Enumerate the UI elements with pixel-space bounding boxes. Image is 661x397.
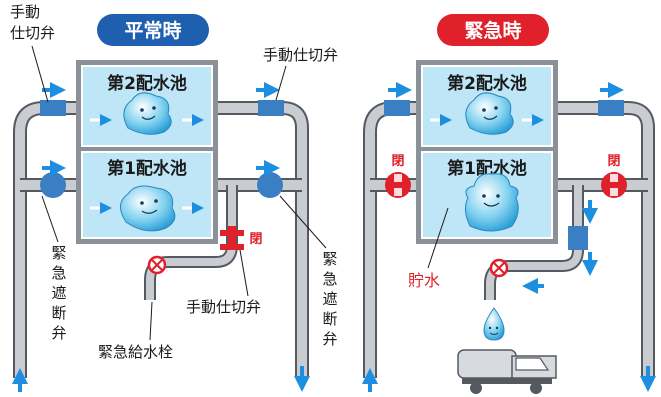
emergency-closed-left: 閉 bbox=[391, 154, 404, 169]
emergency-badge bbox=[437, 14, 549, 46]
emergency-manual-valve-bottom-open bbox=[568, 226, 588, 250]
emergency-shutoff-valve-right-closed bbox=[601, 172, 627, 198]
leader-storage bbox=[427, 207, 449, 269]
svg-text:急: 急 bbox=[322, 270, 337, 288]
emergency-badge-text: 緊急時 bbox=[464, 19, 521, 42]
leader-manual-valve-bottom bbox=[239, 249, 249, 297]
normal-manual-valve-top-right bbox=[258, 100, 284, 116]
svg-text:遮: 遮 bbox=[322, 290, 337, 308]
emergency-flow-arrows-outside bbox=[362, 82, 656, 392]
emergency-closed-right: 閉 bbox=[607, 154, 620, 169]
water-drop-icon bbox=[483, 307, 505, 341]
emergency-panel: 第2配水池 第1配水池 bbox=[362, 14, 656, 394]
label-manual-valve-top-left-line2: 仕切弁 bbox=[10, 24, 55, 42]
svg-text:断: 断 bbox=[322, 310, 337, 328]
svg-text:弁: 弁 bbox=[51, 324, 66, 342]
leader-top-right bbox=[275, 65, 287, 101]
label-manual-valve-top-right: 手動仕切弁 bbox=[263, 46, 338, 64]
normal-water-character-lower bbox=[120, 185, 176, 232]
emergency-water-character-lower bbox=[464, 173, 519, 232]
normal-flow-arrows-outside bbox=[12, 82, 310, 392]
label-storage: 貯水 bbox=[408, 271, 440, 290]
normal-water-character-upper bbox=[123, 92, 172, 135]
svg-text:弁: 弁 bbox=[322, 330, 337, 348]
normal-tank1-label: 第1配水池 bbox=[107, 158, 187, 179]
label-hydrant: 緊急給水栓 bbox=[98, 343, 173, 361]
normal-manual-valve-top-left bbox=[40, 100, 66, 116]
svg-text:急: 急 bbox=[51, 264, 66, 282]
emergency-tank1-label: 第1配水池 bbox=[447, 158, 527, 179]
emergency-shutoff-valve-left-closed bbox=[385, 172, 411, 198]
normal-panel: 第2配水池 第1配水池 閉 bbox=[10, 3, 338, 392]
normal-badge-text: 平常時 bbox=[124, 19, 181, 42]
label-manual-valve-bottom: 手動仕切弁 bbox=[186, 298, 261, 316]
normal-badge bbox=[97, 14, 209, 46]
svg-text:緊: 緊 bbox=[51, 244, 66, 262]
svg-text:断: 断 bbox=[51, 304, 66, 322]
emergency-manual-valve-top-right bbox=[598, 100, 624, 116]
normal-shutoff-valve-left bbox=[40, 172, 66, 198]
svg-text:遮: 遮 bbox=[51, 284, 66, 302]
leader-shutoff-left bbox=[41, 195, 59, 243]
normal-tank2-label: 第2配水池 bbox=[107, 73, 187, 94]
normal-shutoff-valve-right bbox=[257, 172, 283, 198]
label-manual-valve-top-left-line1: 手動 bbox=[10, 3, 40, 21]
emergency-manual-valve-top-left bbox=[384, 100, 410, 116]
emergency-tank2-label: 第2配水池 bbox=[447, 73, 527, 94]
svg-text:緊: 緊 bbox=[322, 250, 337, 268]
normal-closed-mark: 閉 bbox=[249, 232, 262, 247]
normal-flow-arrows-inside bbox=[90, 114, 204, 214]
normal-manual-valve-bottom-closed bbox=[220, 226, 244, 250]
normal-hydrant-valve bbox=[147, 255, 167, 275]
leader-hydrant bbox=[149, 301, 153, 341]
leader-top-left bbox=[31, 45, 49, 103]
leader-shutoff-right bbox=[279, 195, 327, 249]
emergency-hydrant-valve bbox=[489, 258, 509, 278]
water-truck-icon bbox=[457, 349, 557, 394]
emergency-water-character-upper bbox=[465, 92, 514, 135]
